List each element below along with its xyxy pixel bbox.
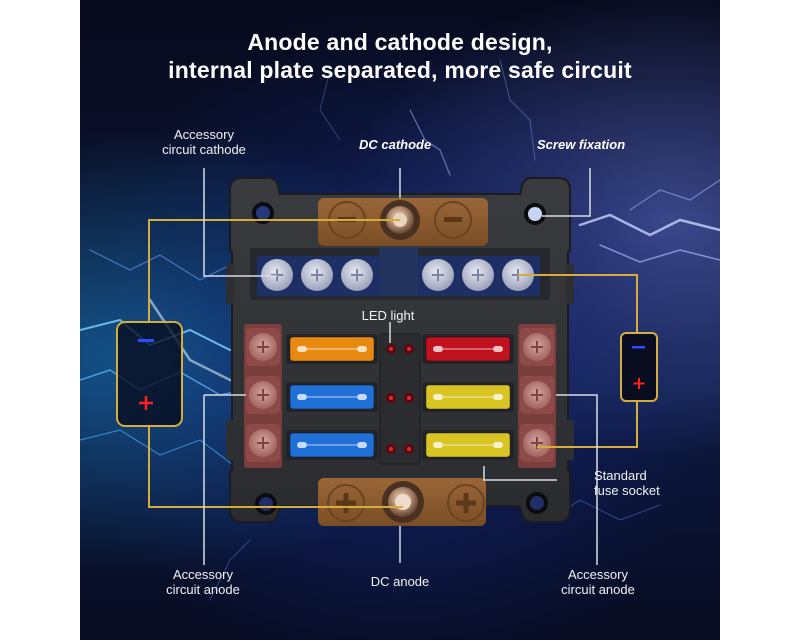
terminal-screw-icon: [246, 376, 280, 414]
product-image: Anode and cathode design, internal plate…: [80, 0, 720, 640]
mounting-hole-icon: [524, 203, 546, 225]
label-led-light: LED light: [361, 308, 415, 323]
label-dc-cathode: DC cathode: [359, 137, 432, 152]
screw-icon: [422, 259, 454, 291]
terminal-screw-icon: [246, 328, 280, 366]
mounting-hole-icon: [526, 492, 548, 514]
screw-icon: [341, 259, 373, 291]
right-polarity-box: [620, 332, 658, 402]
polarity-leader-lines: [148, 219, 638, 508]
label-dc-anode: DC anode: [370, 574, 430, 589]
plus-icon: [633, 378, 645, 389]
blade-fuse-blue: [289, 432, 375, 458]
mounting-hole-icon: [255, 493, 277, 515]
screw-icon: [462, 259, 494, 291]
led-indicators: [386, 344, 414, 454]
headline-line-1: Anode and cathode design,: [247, 29, 553, 55]
label-accessory-circuit-anode-left: Accessory circuit anode: [166, 567, 240, 597]
plus-icon: [139, 396, 153, 410]
label-accessory-circuit-anode-right: Accessory circuit anode: [561, 567, 635, 597]
blade-fuse-blue: [289, 384, 375, 410]
screw-icon: [261, 259, 293, 291]
callout-lines: [203, 168, 598, 565]
terminal-screw-icon: [520, 328, 554, 366]
blade-fuse-yellow: [425, 432, 511, 458]
left-polarity-box: [116, 321, 183, 427]
dc-anode-busbar: [318, 478, 486, 526]
blade-fuse-yellow: [425, 384, 511, 410]
terminal-screw-icon: [246, 424, 280, 462]
label-screw-fixation: Screw fixation: [537, 137, 626, 152]
label-standard-fuse-socket: Standard fuse socket: [594, 468, 660, 498]
label-accessory-circuit-cathode: Accessory circuit cathode: [162, 127, 246, 157]
right-anode-terminals: [518, 324, 556, 468]
fuse-box-illustration: [116, 168, 658, 565]
screw-icon: [301, 259, 333, 291]
terminal-screw-icon: [520, 424, 554, 462]
minus-icon: [632, 346, 645, 349]
dc-cathode-busbar: [318, 198, 488, 246]
blade-fuse-red: [425, 336, 511, 362]
headline-line-2: internal plate separated, more safe circ…: [168, 57, 632, 83]
mounting-hole-icon: [252, 202, 274, 224]
left-anode-terminals: [244, 324, 282, 468]
accessory-cathode-strip: [250, 248, 550, 300]
terminal-screw-icon: [520, 376, 554, 414]
blade-fuse-orange: [289, 336, 375, 362]
minus-icon: [138, 339, 154, 342]
